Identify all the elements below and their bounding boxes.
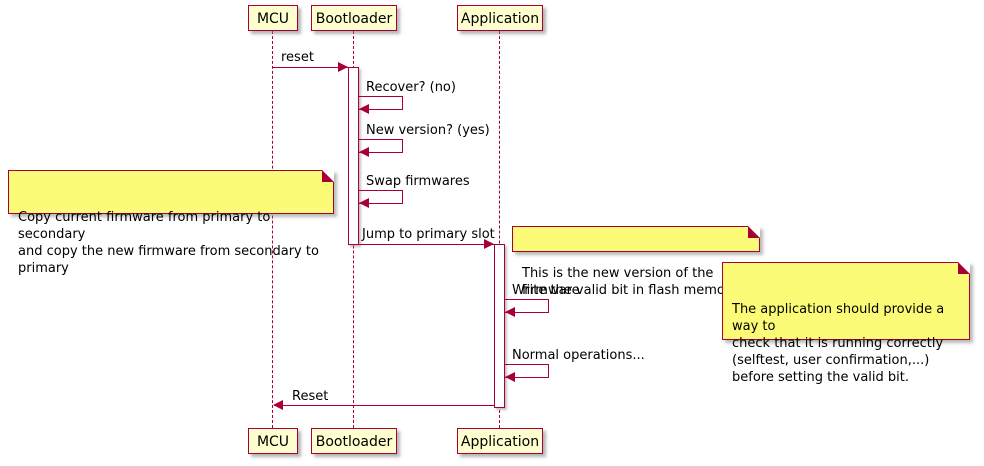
self-message-loop [505, 364, 549, 378]
self-message-loop [359, 190, 403, 204]
arrowhead-left-icon [273, 400, 283, 410]
message-arrow-jump [359, 244, 494, 245]
message-label-jump: Jump to primary slot [362, 227, 495, 242]
note-fold-icon [748, 226, 760, 238]
arrowhead-right-icon [338, 62, 348, 72]
participant-top-bootloader: Bootloader [311, 5, 397, 31]
participant-bottom-mcu: MCU [248, 428, 298, 454]
self-message-loop [359, 96, 403, 110]
lifeline-mcu [272, 31, 273, 428]
note-text: The application should provide a way to … [732, 302, 945, 385]
arrowhead-left-icon [359, 104, 369, 114]
participant-label: Application [460, 11, 540, 27]
participant-label: Bootloader [315, 434, 393, 450]
participant-label: Application [460, 434, 540, 450]
lifeline-application [499, 31, 500, 428]
message-arrow-reset [273, 67, 348, 68]
note-new-version: This is the new version of the firmware [512, 226, 760, 298]
participant-bottom-application: Application [457, 428, 543, 454]
message-label-normal-operations: Normal operations... [512, 348, 645, 363]
participant-label: MCU [256, 11, 290, 27]
note-text: Copy current firmware from primary to se… [18, 210, 319, 276]
message-label-reset-return: Reset [292, 389, 329, 404]
note-fold-icon [958, 262, 970, 274]
participant-top-application: Application [457, 5, 543, 31]
participant-label: Bootloader [315, 11, 393, 27]
note-text: This is the new version of the firmware [522, 266, 714, 298]
arrowhead-left-icon [359, 198, 369, 208]
activation-bar-application [494, 244, 505, 408]
message-label-recover: Recover? (no) [366, 80, 456, 95]
arrowhead-right-icon [484, 239, 494, 249]
participant-top-mcu: MCU [248, 5, 298, 31]
activation-bar-bootloader [348, 67, 359, 245]
participant-label: MCU [256, 434, 290, 450]
message-label-write-valid-bit: Write the valid bit in flash memory [512, 283, 738, 298]
note-copy-firmware: Copy current firmware from primary to se… [8, 170, 334, 276]
message-label-new-version: New version? (yes) [366, 123, 490, 138]
message-arrow-reset-return [274, 405, 494, 406]
arrowhead-left-icon [505, 307, 515, 317]
message-label-swap-firmwares: Swap firmwares [366, 174, 470, 189]
note-selftest: The application should provide a way to … [722, 262, 970, 385]
arrowhead-left-icon [505, 372, 515, 382]
arrowhead-left-icon [359, 147, 369, 157]
note-fold-icon [322, 170, 334, 182]
message-label-reset: reset [281, 50, 314, 65]
self-message-loop [359, 139, 403, 153]
participant-bottom-bootloader: Bootloader [311, 428, 397, 454]
self-message-loop [505, 299, 549, 313]
